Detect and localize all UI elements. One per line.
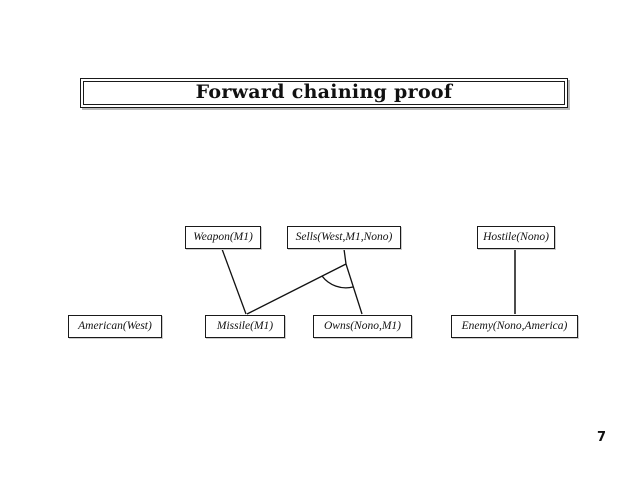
fact-node-label: Sells(West,M1,Nono) <box>295 230 393 243</box>
page-number: 7 <box>596 430 606 445</box>
edge-sells-to-junction <box>343 248 347 265</box>
slide-title-box-inner: Forward chaining proof <box>83 81 565 105</box>
fact-node-label: Hostile(Nono) <box>483 230 549 243</box>
fact-node-missile[interactable]: Missile(M1) <box>205 315 285 338</box>
edge-junction-to-missile <box>246 263 347 315</box>
fact-node-owns[interactable]: Owns(Nono,M1) <box>313 315 412 338</box>
fact-node-weapon[interactable]: Weapon(M1) <box>185 226 261 249</box>
fact-node-sells[interactable]: Sells(West,M1,Nono) <box>287 226 401 249</box>
fact-node-label: American(West) <box>78 319 152 332</box>
edge-junction-to-owns <box>345 263 363 315</box>
page-title: Forward chaining proof <box>195 81 453 103</box>
conjunction-arc-icon <box>321 275 354 289</box>
fact-node-label: Owns(Nono,M1) <box>324 319 401 332</box>
slide-title-box: Forward chaining proof <box>80 78 568 108</box>
fact-node-label: Missile(M1) <box>216 319 274 332</box>
edge-weapon-to-missile <box>221 248 247 315</box>
fact-node-hostile[interactable]: Hostile(Nono) <box>477 226 555 249</box>
fact-node-american[interactable]: American(West) <box>68 315 162 338</box>
fact-node-label: Enemy(Nono,America) <box>461 319 568 332</box>
fact-node-label: Weapon(M1) <box>193 230 253 243</box>
fact-node-enemy[interactable]: Enemy(Nono,America) <box>451 315 578 338</box>
